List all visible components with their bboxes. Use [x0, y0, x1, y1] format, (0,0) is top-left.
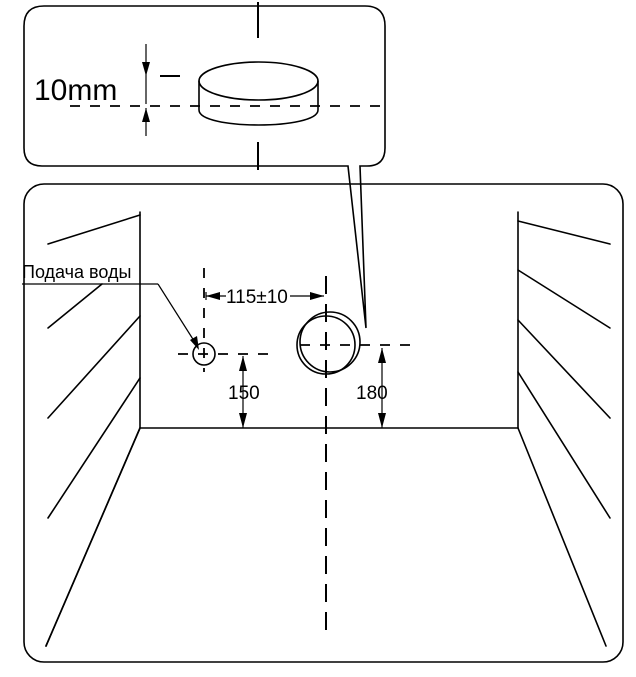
height-150-arrow-bottom [239, 413, 247, 428]
height-180-arrow-top [378, 348, 386, 363]
floor-edge-right [517, 427, 607, 647]
height-150-label: 150 [228, 383, 260, 404]
puck-top [198, 61, 319, 101]
dim-10mm-arrow-bottom [142, 108, 150, 122]
cabinet-view: Подача воды 115±10 150 180 [22, 183, 624, 663]
cabinet-frame [23, 183, 624, 663]
thickness-label: 10mm [34, 74, 117, 107]
height-150-arrow-top [239, 356, 247, 371]
spacing-arrow-left [206, 292, 220, 300]
drain-back-ring [299, 311, 361, 373]
spacing-arrow-right [310, 292, 324, 300]
water-inlet-circle [192, 342, 216, 366]
left-wall-hatching [45, 214, 141, 647]
spacing-label: 115±10 [226, 287, 288, 308]
dim-10mm-arrow-top [142, 62, 150, 76]
right-wall-hatching [517, 220, 611, 519]
height-180-label: 180 [356, 383, 388, 404]
callout-frame [23, 5, 386, 329]
puck-body [198, 80, 319, 126]
height-180-arrow-bottom [378, 413, 386, 428]
detail-callout: 10mm [23, 2, 390, 329]
water-supply-label: Подача воды [22, 262, 131, 282]
water-supply-leader [157, 283, 197, 345]
